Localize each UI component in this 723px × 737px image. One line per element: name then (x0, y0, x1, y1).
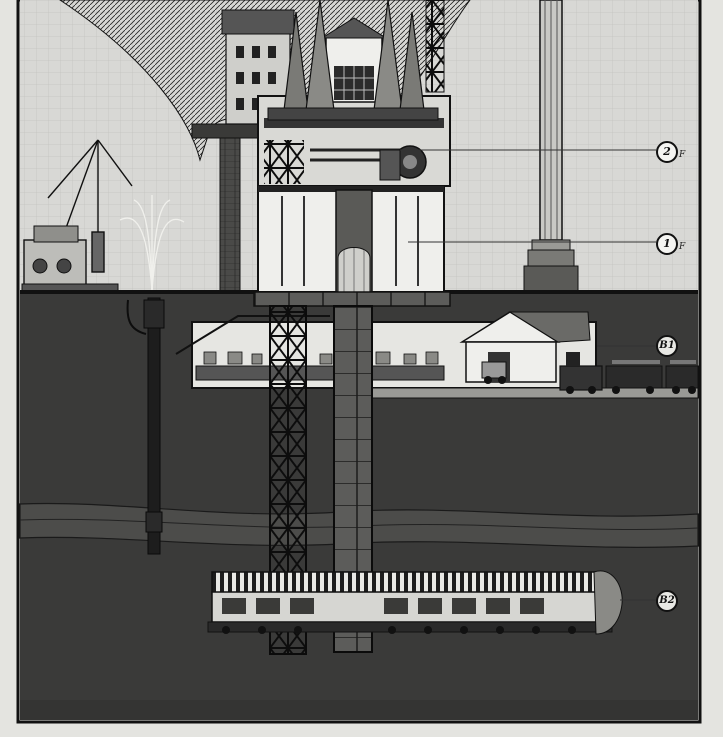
apartment-building (221, 9, 295, 125)
floor-marker-2f: 2 (656, 141, 678, 163)
left-crane (47, 139, 133, 273)
drawing-border (16, 0, 702, 724)
bedrock-floor (20, 700, 698, 720)
basement-b1-warehouse (175, 311, 597, 389)
floor-marker-b2: B2 (656, 590, 678, 612)
floor-number: B2 (659, 595, 675, 606)
floor-marker-b1: B1 (656, 335, 678, 357)
floor-suffix-2f: F (679, 150, 686, 160)
arch-support-column (219, 137, 241, 293)
b1-freight-train (559, 352, 699, 394)
lattice-tower (425, 0, 445, 93)
floor-number: B1 (659, 340, 675, 351)
floor-suffix-1f: F (679, 242, 686, 252)
pipe-hose (126, 299, 147, 335)
classical-column (523, 0, 579, 293)
well-pipe (143, 297, 165, 555)
floor-number: 1 (663, 237, 671, 250)
main-tower-building (253, 0, 451, 307)
floor-marker-1f: 1 (656, 233, 678, 255)
arch-ledge (191, 123, 265, 139)
water-fountain (119, 195, 185, 291)
floor-number: 2 (663, 145, 671, 158)
basement-b2-subway-train (207, 570, 623, 635)
